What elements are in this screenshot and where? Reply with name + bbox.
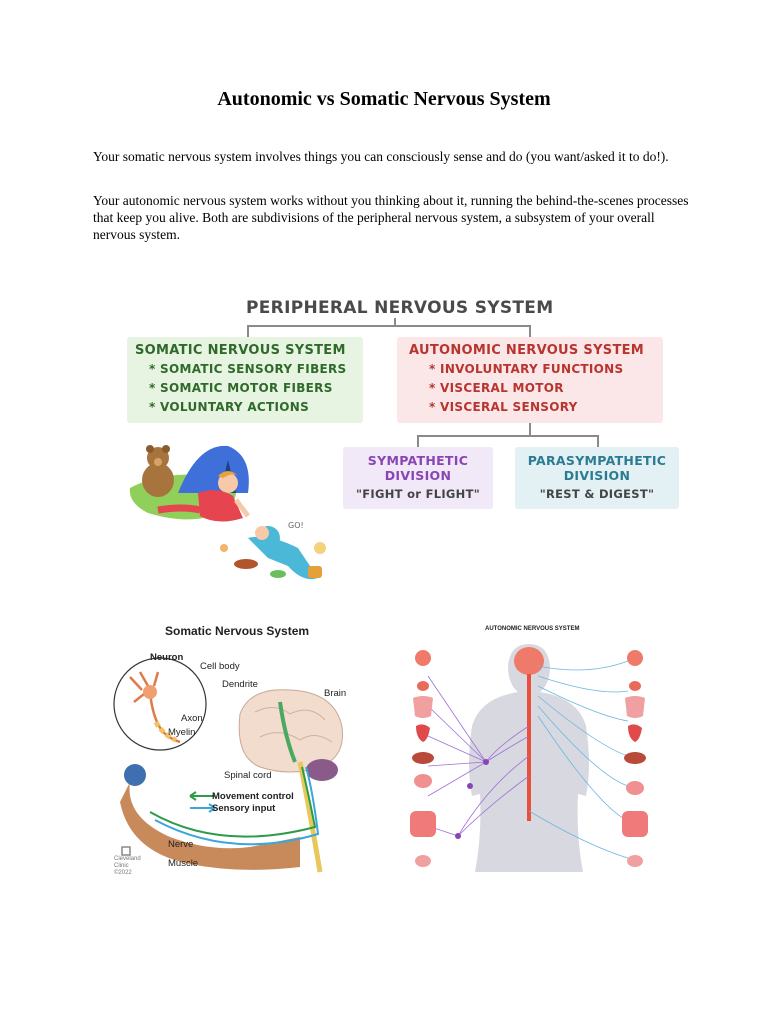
sympathetic-sub: "FIGHT or FLIGHT" [355, 487, 481, 501]
label-spinal-cord: Spinal cord [224, 770, 272, 781]
label-movement-control: Movement control [212, 791, 294, 802]
left-organs [410, 650, 436, 867]
label-neuron: Neuron [150, 652, 184, 663]
sympathetic-line1: SYMPATHETIC [367, 453, 469, 468]
somatic-figure [113, 657, 344, 873]
cartoon-illustration: GO! [129, 445, 326, 580]
parasympathetic-box: PARASYMPATHETIC DIVISION "REST & DIGEST" [515, 447, 679, 509]
credit-line2: Clinic [114, 863, 129, 869]
somatic-figure-title: Somatic Nervous System [165, 624, 310, 638]
credit-line3: ©2022 [114, 870, 132, 876]
credit-line1: Cleveland [114, 856, 141, 862]
autonomic-item: * INVOLUNTARY FUNCTIONS [429, 362, 624, 376]
label-brain: Brain [324, 688, 347, 699]
tent-shape [178, 445, 249, 493]
parasympathetic-line1: PARASYMPATHETIC [527, 453, 667, 468]
bear-figure [142, 445, 174, 497]
cleveland-clinic-logo [121, 846, 131, 856]
arm-shape [120, 782, 300, 870]
person-sleeping-figure [220, 526, 326, 580]
somatic-item: * SOMATIC MOTOR FIBERS [149, 381, 333, 395]
autonomic-box: AUTONOMIC NERVOUS SYSTEM * INVOLUNTARY F… [397, 337, 663, 423]
sleep-text: GO! [288, 521, 304, 530]
neuron-circle [113, 657, 207, 751]
sympathetic-line2: DIVISION [384, 468, 452, 483]
right-organs [622, 650, 648, 867]
label-muscle: Muscle [168, 858, 199, 869]
somatic-item: * SOMATIC SENSORY FIBERS [149, 362, 347, 376]
autonomic-figure-title: AUTONOMIC NERVOUS SYSTEM [485, 626, 580, 632]
sympathetic-heading: SYMPATHETIC DIVISION [343, 453, 493, 483]
label-nerve: Nerve [168, 839, 194, 850]
autonomic-figure [410, 644, 648, 872]
autonomic-item: * VISCERAL MOTOR [429, 381, 564, 395]
autonomic-heading: AUTONOMIC NERVOUS SYSTEM [409, 343, 645, 358]
cerebellum-shape [306, 759, 338, 781]
sympathetic-box: SYMPATHETIC DIVISION "FIGHT or FLIGHT" [343, 447, 493, 509]
somatic-heading: SOMATIC NERVOUS SYSTEM [135, 343, 346, 358]
label-sensory-input: Sensory input [212, 803, 276, 814]
credit-text: Cleveland Clinic ©2022 [114, 856, 141, 877]
label-cell-body: Cell body [200, 661, 240, 672]
ball-icon [124, 764, 146, 786]
person-red-figure [157, 471, 250, 522]
brain-shape [514, 647, 544, 675]
parasympathetic-heading: PARASYMPATHETIC DIVISION [515, 453, 679, 483]
somatic-box: SOMATIC NERVOUS SYSTEM * SOMATIC SENSORY… [127, 337, 363, 423]
paragraph-autonomic: Your autonomic nervous system works with… [93, 193, 689, 242]
spinal-cord [297, 761, 323, 873]
label-myelin: Myelin [168, 727, 196, 738]
brain-shape [238, 689, 344, 773]
label-dendrite: Dendrite [222, 679, 258, 690]
label-axon: Axon [181, 713, 203, 724]
autonomic-item: * VISCERAL SENSORY [429, 400, 578, 414]
page-title: Autonomic vs Somatic Nervous System [217, 88, 551, 110]
parasympathetic-line2: DIVISION [563, 468, 631, 483]
paragraph-somatic: Your somatic nervous system involves thi… [93, 149, 669, 164]
diagram-title: PERIPHERAL NERVOUS SYSTEM [246, 298, 554, 318]
somatic-item: * VOLUNTARY ACTIONS [149, 400, 310, 414]
parasympathetic-sub: "REST & DIGEST" [539, 487, 655, 501]
